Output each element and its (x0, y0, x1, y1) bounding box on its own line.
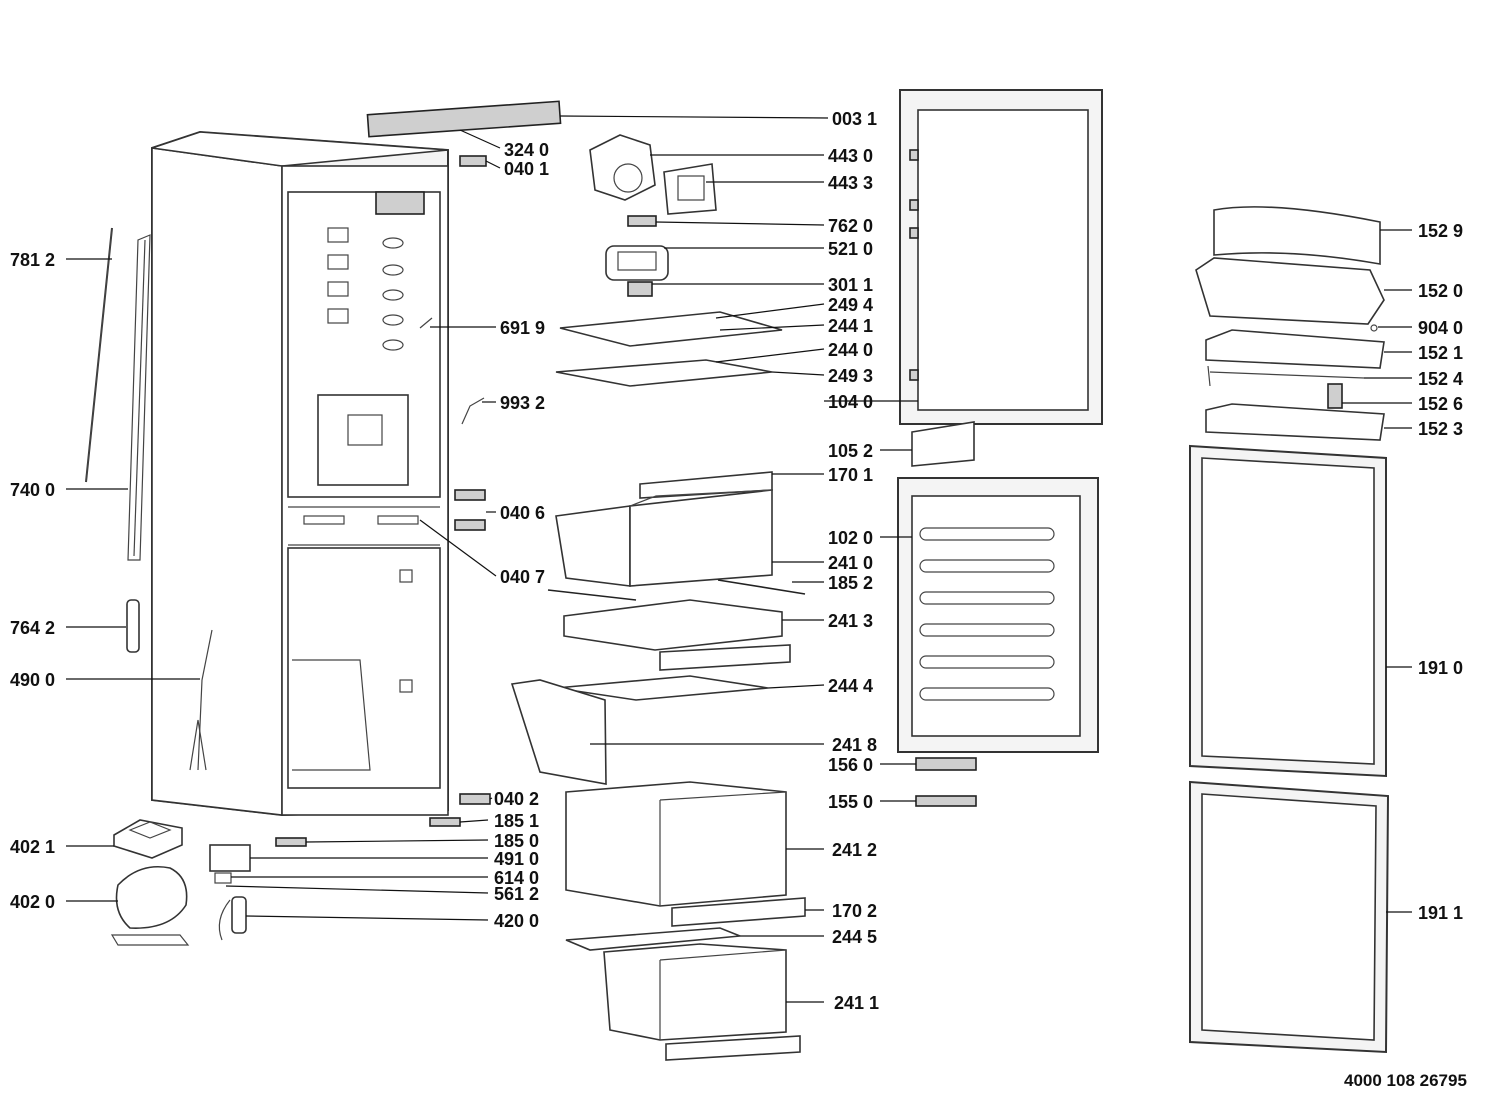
part-label-244-0: 244 0 (828, 340, 873, 360)
part-label-491-0: 491 0 (494, 849, 539, 869)
part-label-152-6: 152 6 (1418, 394, 1463, 414)
part-label-152-0: 152 0 (1418, 281, 1463, 301)
part-label-993-2: 993 2 (500, 393, 545, 413)
part-label-040-1: 040 1 (504, 159, 549, 179)
part-label-244-1: 244 1 (828, 316, 873, 336)
doors (897, 89, 1103, 807)
part-label-420-0: 420 0 (494, 911, 539, 931)
part-label-105-2: 105 2 (828, 441, 873, 461)
cabinet (151, 130, 449, 817)
part-label-152-4: 152 4 (1418, 369, 1463, 389)
part-label-003-1: 003 1 (832, 109, 877, 129)
part-label-241-2: 241 2 (832, 840, 877, 860)
part-label-104-0: 104 0 (828, 392, 873, 412)
part-label-102-0: 102 0 (828, 528, 873, 548)
part-label-241-0: 241 0 (828, 553, 873, 573)
part-label-781-2: 781 2 (10, 250, 55, 270)
part-label-614-0: 614 0 (494, 868, 539, 888)
part-label-324-0: 324 0 (504, 140, 549, 160)
part-label-191-1: 191 1 (1418, 903, 1463, 923)
part-label-170-1: 170 1 (828, 465, 873, 485)
part-label-040-6: 040 6 (500, 503, 545, 523)
part-label-156-0: 156 0 (828, 755, 873, 775)
part-label-402-0: 402 0 (10, 892, 55, 912)
part-label-170-2: 170 2 (832, 901, 877, 921)
part-label-691-9: 691 9 (500, 318, 545, 338)
part-label-249-3: 249 3 (828, 366, 873, 386)
part-label-764-2: 764 2 (10, 618, 55, 638)
part-label-185-1: 185 1 (494, 811, 539, 831)
part-label-185-0: 185 0 (494, 831, 539, 851)
part-label-490-0: 490 0 (10, 670, 55, 690)
part-label-241-3: 241 3 (828, 611, 873, 631)
right-door-parts (1189, 206, 1390, 1054)
center-parts (510, 134, 806, 1061)
part-label-040-7: 040 7 (500, 567, 545, 587)
part-label-521-0: 521 0 (828, 239, 873, 259)
part-label-241-1: 241 1 (834, 993, 879, 1013)
part-label-152-9: 152 9 (1418, 221, 1463, 241)
part-label-443-0: 443 0 (828, 146, 873, 166)
document-code: 4000 108 26795 (1344, 1071, 1467, 1090)
part-label-185-2: 185 2 (828, 573, 873, 593)
part-label-249-4: 249 4 (828, 295, 873, 315)
part-label-155-0: 155 0 (828, 792, 873, 812)
part-label-301-1: 301 1 (828, 275, 873, 295)
part-label-152-3: 152 3 (1418, 419, 1463, 439)
part-label-191-0: 191 0 (1418, 658, 1463, 678)
part-label-244-5: 244 5 (832, 927, 877, 947)
part-label-443-3: 443 3 (828, 173, 873, 193)
part-label-904-0: 904 0 (1418, 318, 1463, 338)
leader-lines (66, 115, 1412, 1003)
part-label-762-0: 762 0 (828, 216, 873, 236)
part-label-040-2: 040 2 (494, 789, 539, 809)
part-label-152-1: 152 1 (1418, 343, 1463, 363)
part-label-561-2: 561 2 (494, 884, 539, 904)
part-label-402-1: 402 1 (10, 837, 55, 857)
part-labels: 781 2 740 0 764 2 490 0 402 1 402 0 324 … (10, 109, 1463, 1013)
part-label-244-4: 244 4 (828, 676, 873, 696)
part-label-740-0: 740 0 (10, 480, 55, 500)
part-label-241-8: 241 8 (832, 735, 877, 755)
